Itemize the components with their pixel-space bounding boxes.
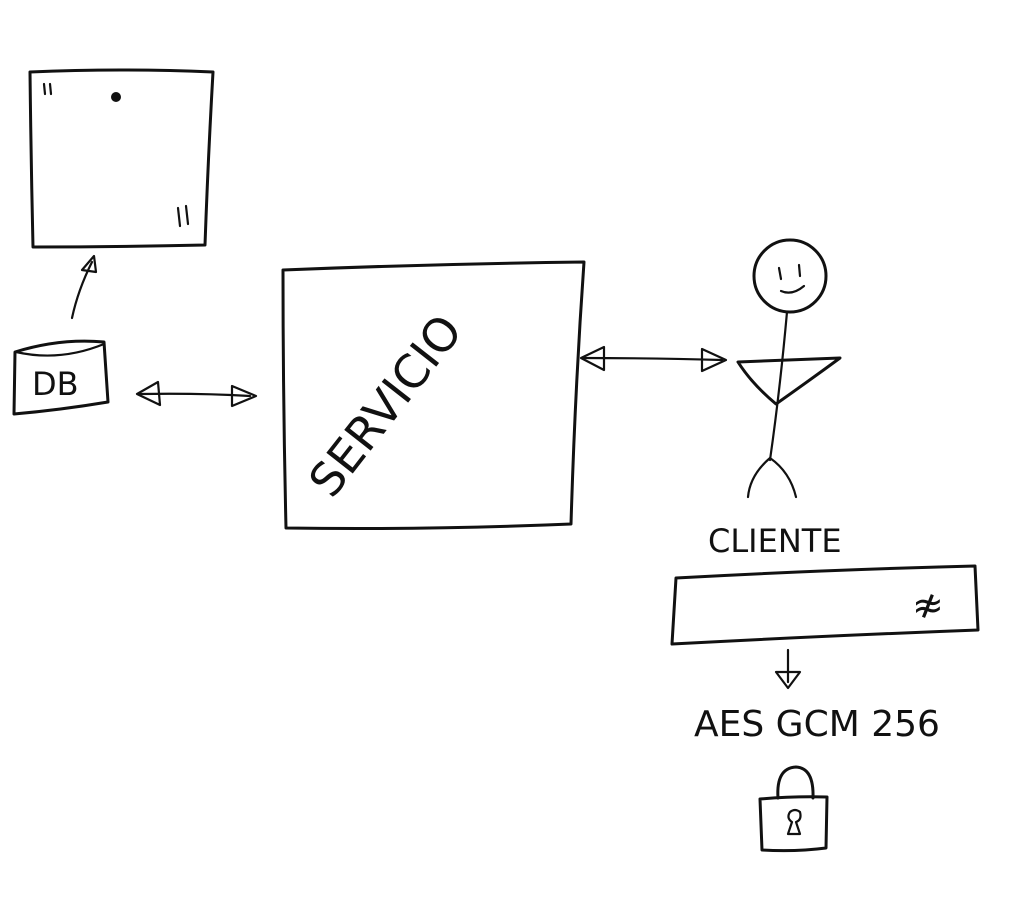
client-input-bar: ≉ [670,564,980,646]
input-bar-symbol: ≉ [912,583,944,627]
screen-dot [111,92,121,102]
lock-icon [758,765,829,853]
service-label: SERVICIO [298,304,473,506]
encryption-label: AES GCM 256 [694,704,940,745]
database-icon: DB [12,339,110,416]
stick-figure-icon [736,238,842,499]
db-label: DB [32,365,79,403]
screen-box [28,68,215,249]
db-to-screen-arrow [70,254,98,320]
db-service-arrow [135,380,258,408]
client-label: CLIENTE [708,522,842,560]
service-box: SERVICIO [281,260,586,530]
service-client-arrow [579,345,728,373]
encryption-arrow [774,648,802,690]
